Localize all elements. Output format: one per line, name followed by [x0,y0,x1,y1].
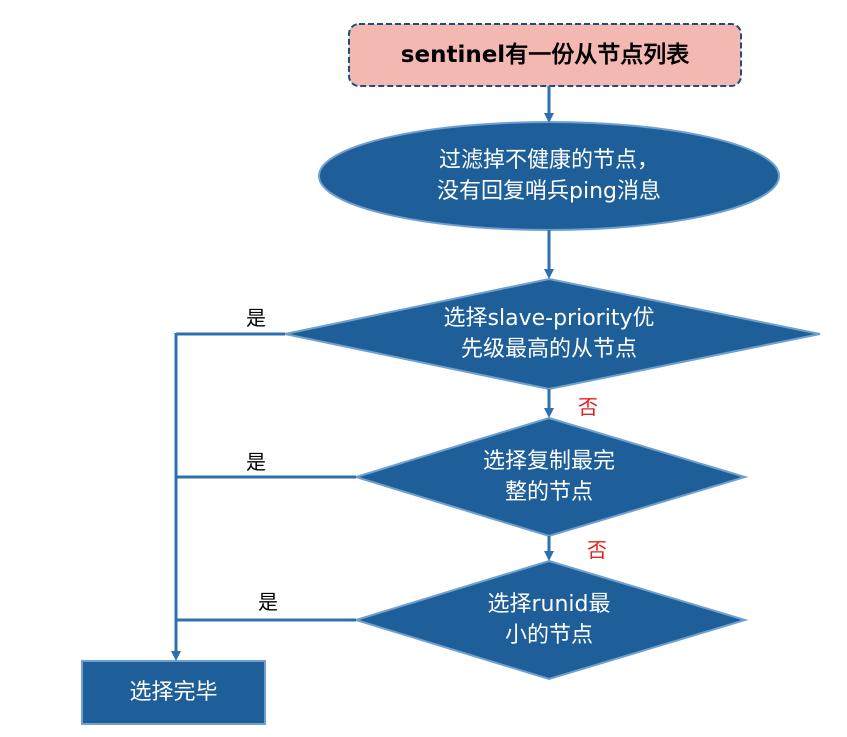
done-node-label: 选择完毕 [129,680,218,705]
yes-label-runid: 是 [258,590,278,614]
replication-decision-line-2: 整的节点 [504,480,593,505]
priority-decision-line-1: 选择slave-priority优 [443,306,655,331]
runid-decision-text: 选择runid最 小的节点 [429,589,669,651]
replication-decision-text: 选择复制最完 整的节点 [429,446,669,508]
replication-decision-line-1: 选择复制最完 [482,449,615,474]
runid-decision-line-1: 选择runid最 [487,592,611,617]
yes-label-priority: 是 [246,306,266,330]
priority-decision-line-2: 先级最高的从节点 [460,337,637,362]
yes-label-replication: 是 [246,450,266,474]
filter-node-line-2: 没有回复哨兵ping消息 [437,179,661,204]
no-label-replication: 否 [587,538,607,562]
start-node [348,23,742,87]
runid-decision [352,559,749,681]
filter-node-line-1: 过滤掉不健康的节点， [438,148,659,173]
start-node-label: sentinel有一份从节点列表 [400,42,690,68]
runid-decision-line-2: 小的节点 [504,623,593,648]
priority-decision-text: 选择slave-priority优 先级最高的从节点 [399,303,699,365]
filter-node-text: 过滤掉不健康的节点， 没有回复哨兵ping消息 [349,145,749,207]
done-node [81,660,266,725]
no-label-priority: 否 [578,395,598,419]
